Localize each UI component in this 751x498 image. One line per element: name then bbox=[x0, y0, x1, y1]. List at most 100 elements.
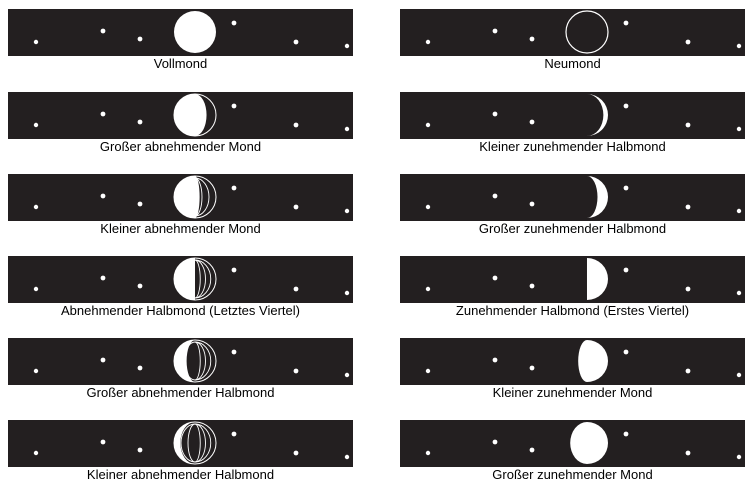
star-dot bbox=[138, 120, 143, 125]
phase-panel-first-quarter: Zunehmender Halbmond (Erstes Viertel) bbox=[400, 256, 745, 318]
star-dot bbox=[101, 29, 106, 34]
star-dot bbox=[493, 276, 498, 281]
star-dot bbox=[624, 21, 629, 26]
star-dot bbox=[232, 350, 237, 355]
night-sky-new-moon bbox=[400, 9, 745, 56]
star-dot bbox=[530, 202, 535, 207]
star-dot bbox=[686, 123, 691, 128]
star-dot bbox=[138, 448, 143, 453]
star-dot bbox=[686, 451, 691, 456]
night-sky-waxing-gibbous-large bbox=[400, 420, 745, 467]
star-dot bbox=[493, 194, 498, 199]
star-dot bbox=[493, 358, 498, 363]
star-dot bbox=[138, 366, 143, 371]
star-dot bbox=[345, 44, 349, 48]
star-dot bbox=[530, 448, 535, 453]
star-dot bbox=[624, 268, 629, 273]
night-sky-background bbox=[400, 92, 745, 139]
star-dot bbox=[101, 194, 106, 199]
phase-panel-new-moon: Neumond bbox=[400, 9, 745, 71]
phase-panel-full-moon: Vollmond bbox=[8, 9, 353, 71]
star-dot bbox=[426, 451, 430, 455]
phase-label-waning-gibbous-small: Kleiner abnehmender Mond bbox=[0, 221, 363, 236]
star-dot bbox=[294, 40, 299, 45]
star-dot bbox=[294, 369, 299, 374]
star-dot bbox=[232, 186, 237, 191]
star-dot bbox=[232, 432, 237, 437]
star-dot bbox=[345, 291, 349, 295]
phase-label-new-moon: Neumond bbox=[390, 56, 751, 71]
night-sky-last-quarter bbox=[8, 256, 353, 303]
star-dot bbox=[138, 284, 143, 289]
night-sky-waxing-crescent-small bbox=[400, 92, 745, 139]
star-dot bbox=[34, 205, 38, 209]
star-dot bbox=[345, 209, 349, 213]
night-sky-waning-gibbous-small bbox=[8, 174, 353, 221]
phase-label-first-quarter: Zunehmender Halbmond (Erstes Viertel) bbox=[390, 303, 751, 318]
star-dot bbox=[138, 202, 143, 207]
star-dot bbox=[530, 120, 535, 125]
night-sky-waxing-crescent-large bbox=[400, 174, 745, 221]
night-sky-waning-crescent-large bbox=[8, 338, 353, 385]
full-moon-disc bbox=[174, 11, 216, 53]
star-dot bbox=[34, 369, 38, 373]
star-dot bbox=[530, 366, 535, 371]
star-dot bbox=[294, 287, 299, 292]
star-dot bbox=[737, 291, 741, 295]
star-dot bbox=[34, 123, 38, 127]
star-dot bbox=[294, 205, 299, 210]
star-dot bbox=[493, 29, 498, 34]
star-dot bbox=[294, 451, 299, 456]
star-dot bbox=[34, 287, 38, 291]
phase-label-waxing-crescent-large: Großer zunehmender Halbmond bbox=[390, 221, 751, 236]
star-dot bbox=[493, 112, 498, 117]
star-dot bbox=[737, 44, 741, 48]
phase-panel-waning-crescent-large: Großer abnehmender Halbmond bbox=[8, 338, 353, 400]
star-dot bbox=[138, 37, 143, 42]
star-dot bbox=[737, 209, 741, 213]
phase-label-waning-gibbous-large: Großer abnehmender Mond bbox=[0, 139, 363, 154]
star-dot bbox=[426, 40, 430, 44]
star-dot bbox=[101, 358, 106, 363]
phase-label-last-quarter: Abnehmender Halbmond (Letztes Viertel) bbox=[0, 303, 363, 318]
star-dot bbox=[232, 268, 237, 273]
star-dot bbox=[345, 373, 349, 377]
star-dot bbox=[530, 37, 535, 42]
night-sky-waxing-gibbous-small bbox=[400, 338, 745, 385]
phase-panel-waning-gibbous-large: Großer abnehmender Mond bbox=[8, 92, 353, 154]
star-dot bbox=[101, 112, 106, 117]
star-dot bbox=[624, 186, 629, 191]
star-dot bbox=[426, 369, 430, 373]
star-dot bbox=[624, 104, 629, 109]
star-dot bbox=[232, 104, 237, 109]
star-dot bbox=[34, 451, 38, 455]
phase-label-waxing-crescent-small: Kleiner zunehmender Halbmond bbox=[390, 139, 751, 154]
star-dot bbox=[345, 127, 349, 131]
star-dot bbox=[345, 455, 349, 459]
star-dot bbox=[34, 40, 38, 44]
phase-label-waning-crescent-small: Kleiner abnehmender Halbmond bbox=[0, 467, 363, 482]
night-sky-background bbox=[400, 338, 745, 385]
phase-panel-waxing-gibbous-large: Großer zunehmender Mond bbox=[400, 420, 745, 482]
star-dot bbox=[426, 287, 430, 291]
star-dot bbox=[686, 40, 691, 45]
star-dot bbox=[737, 127, 741, 131]
phase-panel-last-quarter: Abnehmender Halbmond (Letztes Viertel) bbox=[8, 256, 353, 318]
phase-label-full-moon: Vollmond bbox=[0, 56, 363, 71]
night-sky-background bbox=[400, 174, 745, 221]
night-sky-waning-crescent-small bbox=[8, 420, 353, 467]
night-sky-background bbox=[400, 256, 745, 303]
phase-panel-waxing-crescent-large: Großer zunehmender Halbmond bbox=[400, 174, 745, 236]
star-dot bbox=[686, 287, 691, 292]
night-sky-background bbox=[8, 420, 353, 467]
star-dot bbox=[426, 123, 430, 127]
phase-label-waning-crescent-large: Großer abnehmender Halbmond bbox=[0, 385, 363, 400]
star-dot bbox=[493, 440, 498, 445]
star-dot bbox=[101, 440, 106, 445]
star-dot bbox=[294, 123, 299, 128]
night-sky-waning-gibbous-large bbox=[8, 92, 353, 139]
phase-panel-waning-crescent-small: Kleiner abnehmender Halbmond bbox=[8, 420, 353, 482]
star-dot bbox=[737, 455, 741, 459]
night-sky-first-quarter bbox=[400, 256, 745, 303]
star-dot bbox=[232, 21, 237, 26]
